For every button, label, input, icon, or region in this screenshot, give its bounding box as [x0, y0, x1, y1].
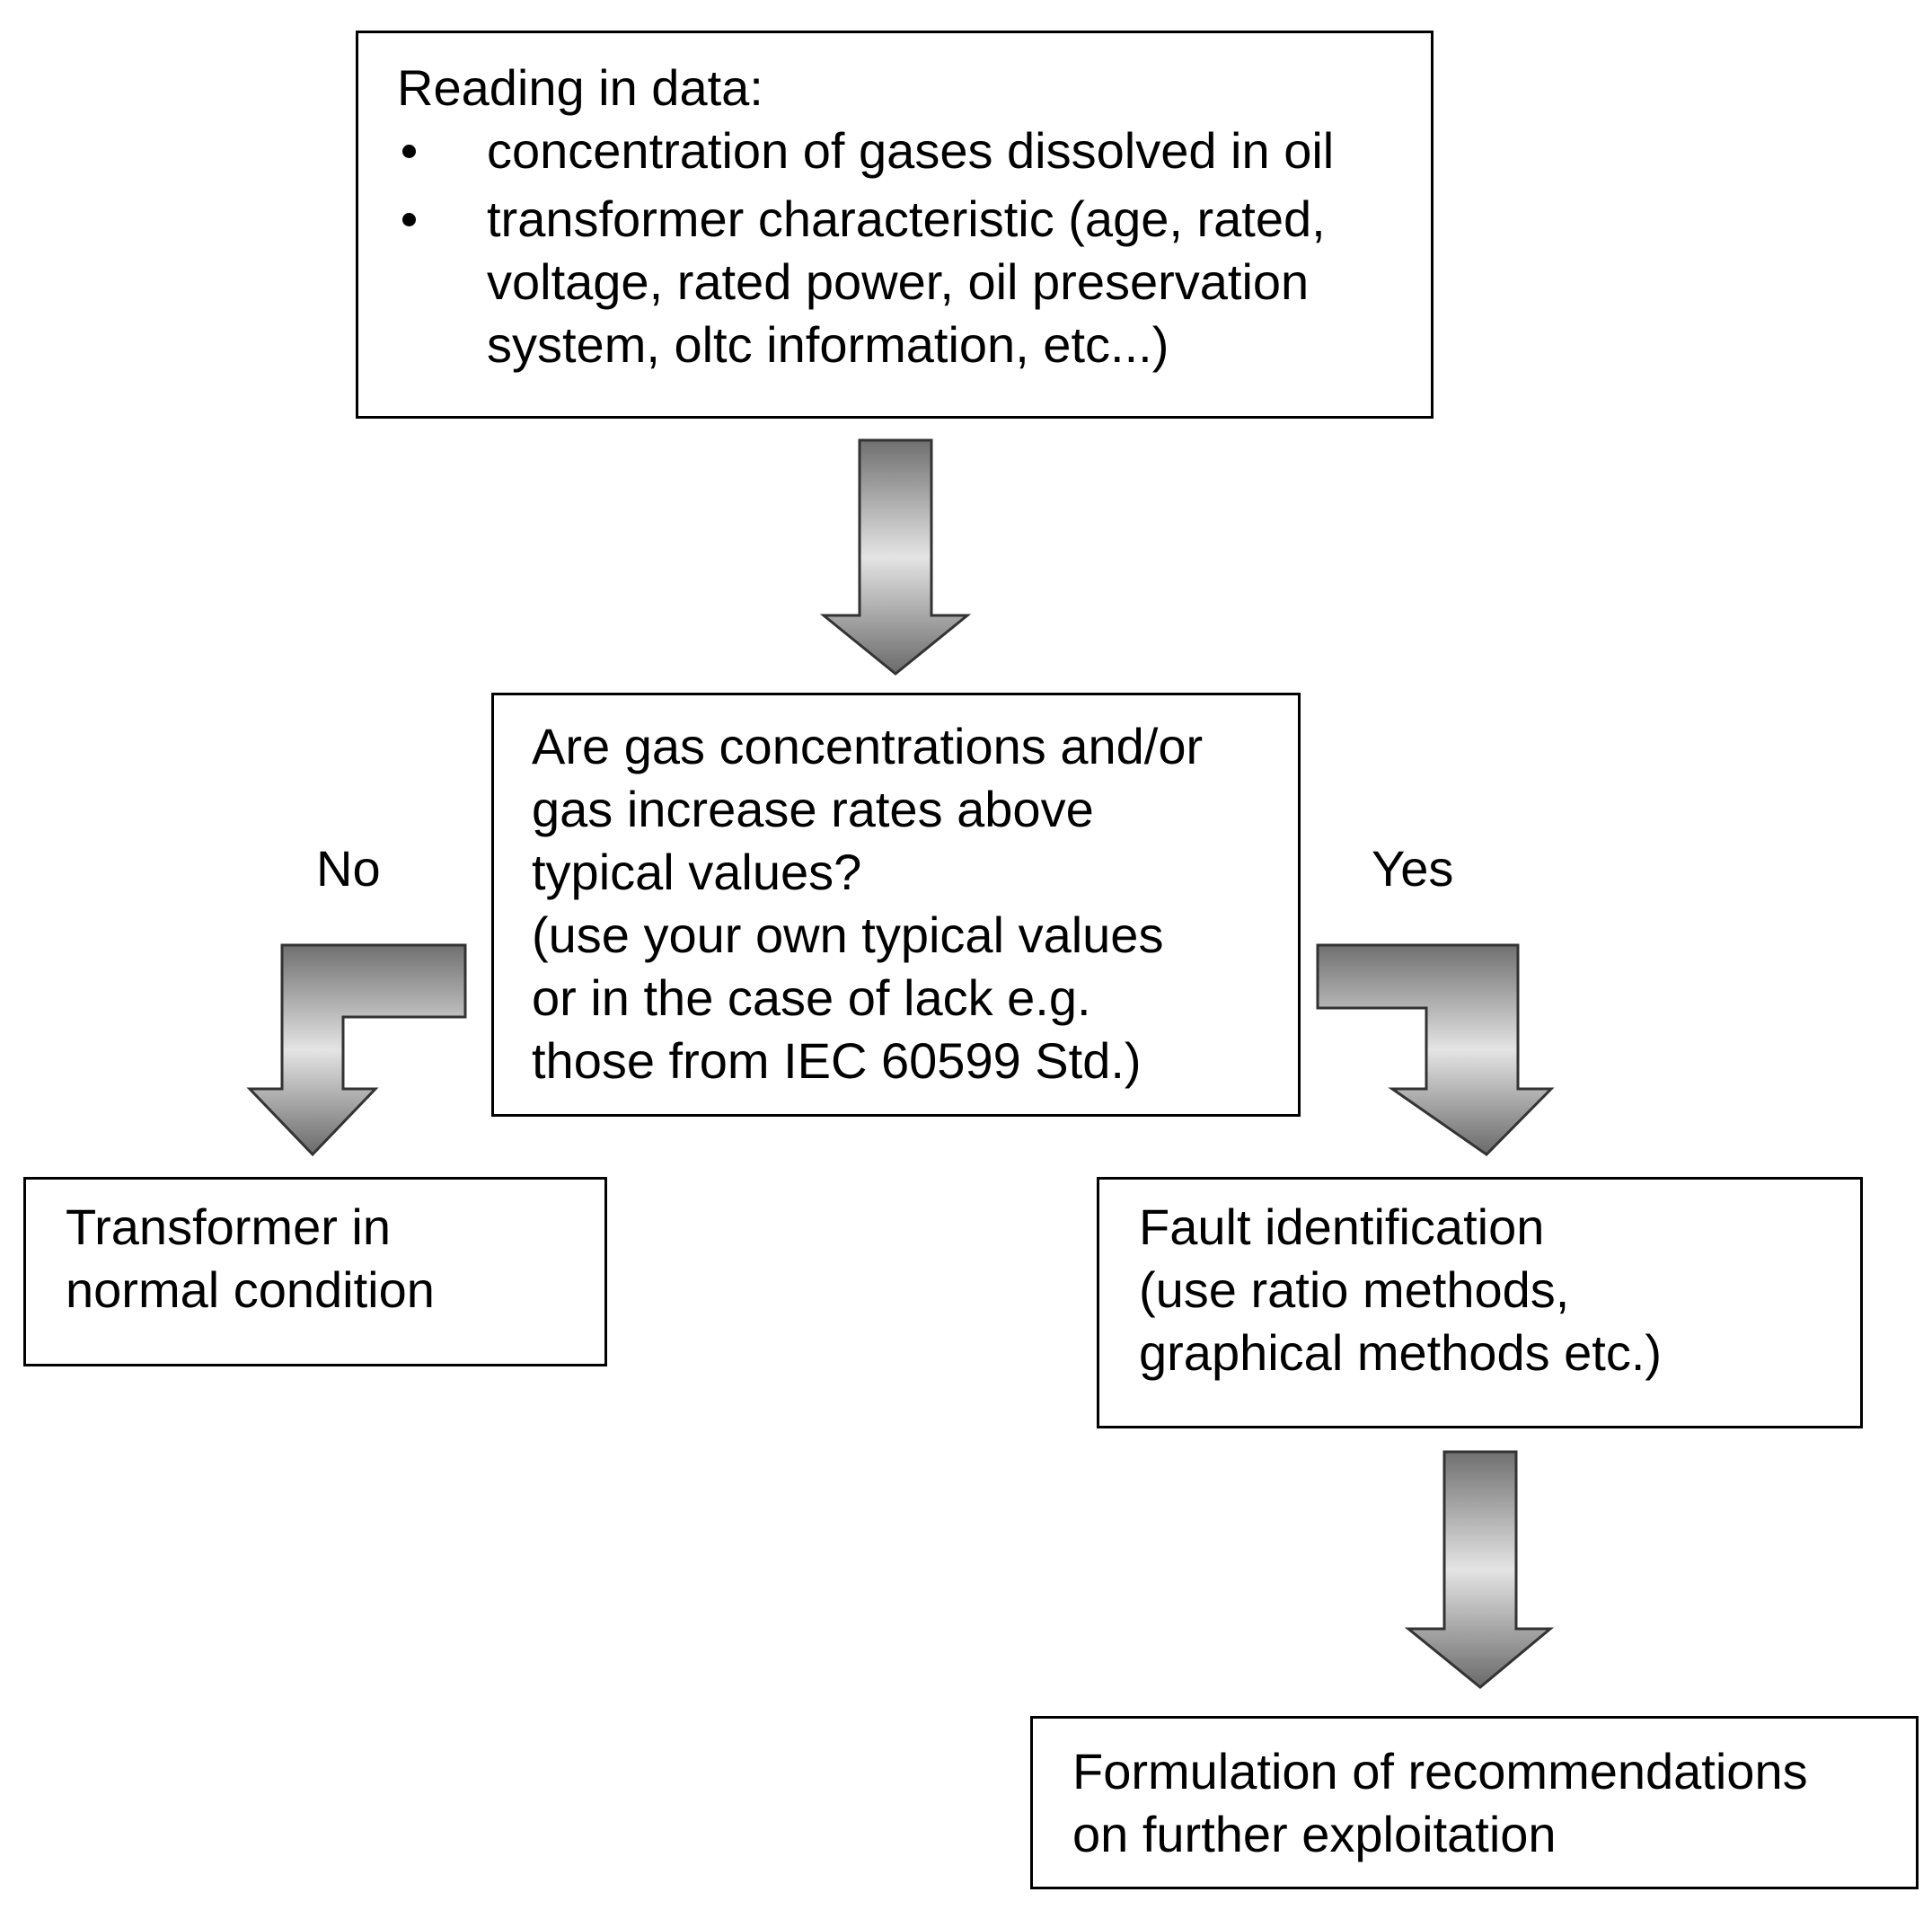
down-arrow-bottom [1404, 1450, 1555, 1689]
recommend-line-1: Formulation of recommendations [1072, 1743, 1808, 1799]
fault-line-2: (use ratio methods, [1139, 1261, 1570, 1318]
decision-line-6: those from IEC 60599 Std.) [532, 1032, 1142, 1089]
decision-line-1: Are gas concentrations and/or [532, 718, 1204, 774]
start-box: Reading in data: concentration of gases … [356, 31, 1434, 419]
bullet-2-line-3: system, oltc information, etc...) [487, 316, 1169, 373]
start-box-bullet-1: concentration of gases dissolved in oil [397, 119, 1431, 182]
decision-line-5: or in the case of lack e.g. [532, 969, 1091, 1026]
normal-line-1: Transformer in [66, 1198, 392, 1255]
bullet-dot-icon [402, 145, 416, 158]
no-label: No [316, 840, 381, 897]
fault-identification-box: Fault identification (use ratio methods,… [1097, 1177, 1863, 1428]
bullet-2-line-1: transformer characteristic (age, rated, [487, 190, 1326, 247]
decision-box: Are gas concentrations and/or gas increa… [491, 693, 1301, 1117]
bent-arrow-no [246, 943, 467, 1157]
bullet-dot-icon [402, 213, 416, 226]
decision-line-3: typical values? [532, 844, 862, 900]
yes-label: Yes [1372, 840, 1454, 897]
start-box-bullet-list: concentration of gases dissolved in oil … [397, 119, 1431, 376]
start-box-bullet-2: transformer characteristic (age, rated, … [397, 188, 1431, 376]
fault-line-3: graphical methods etc.) [1139, 1324, 1663, 1381]
bullet-2-line-2: voltage, rated power, oil preservation [487, 253, 1310, 310]
normal-line-2: normal condition [66, 1261, 435, 1318]
recommend-line-2: on further exploitation [1072, 1806, 1557, 1862]
decision-line-4: (use your own typical values [532, 906, 1164, 963]
fault-line-1: Fault identification [1139, 1198, 1545, 1255]
start-box-heading: Reading in data: [397, 59, 763, 116]
bent-arrow-yes [1316, 943, 1555, 1156]
down-arrow-top [819, 438, 972, 676]
normal-condition-box: Transformer in normal condition [23, 1177, 607, 1366]
bullet-1-line-1: concentration of gases dissolved in oil [487, 122, 1335, 179]
decision-line-2: gas increase rates above [532, 781, 1094, 837]
recommendations-box: Formulation of recommendations on furthe… [1030, 1716, 1919, 1889]
